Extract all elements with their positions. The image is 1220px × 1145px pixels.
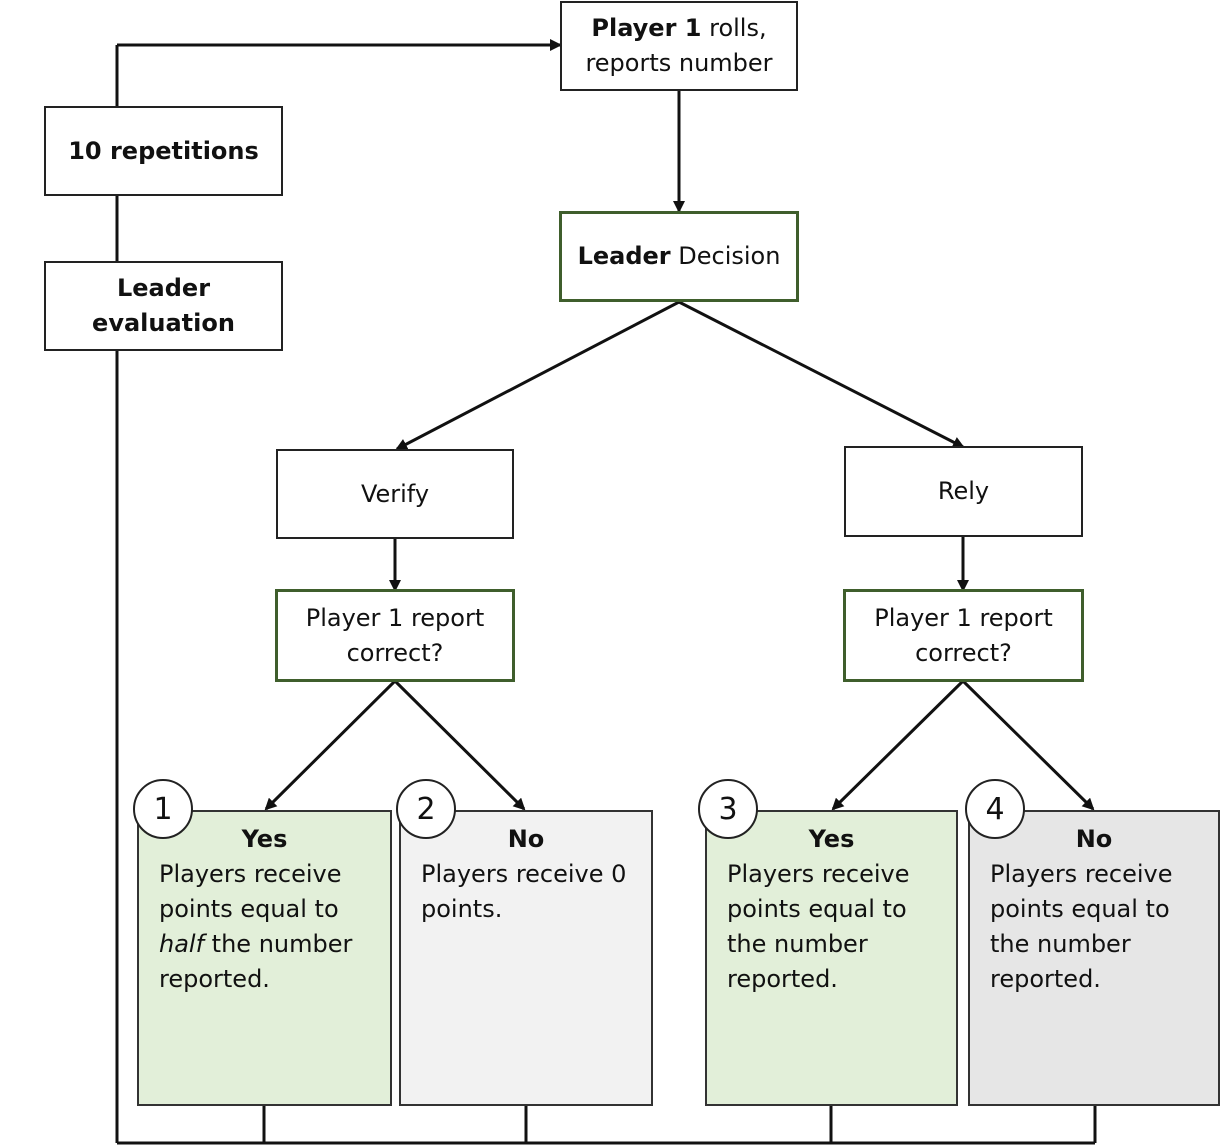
verify-label: Verify [360, 479, 430, 508]
start-player-label: Player 1 [591, 14, 702, 42]
outcome-1-head: Yes [241, 825, 288, 853]
check-left-no-arrow [393, 679, 526, 811]
outcome-2-head: No [507, 825, 545, 853]
decision-box: Leader Decision [559, 211, 799, 302]
verify-box: Verify [276, 449, 514, 539]
outcome-2-text: Players receive 0 points. [421, 860, 627, 923]
check-right-no-arrow [961, 679, 1095, 811]
outcome-4-box: No Players receive points equal to the n… [968, 810, 1220, 1106]
start-box: Player 1 rolls, reports number [560, 1, 798, 91]
evaluation-line1: Leader [116, 274, 211, 302]
outcome-3-number: 3 [698, 779, 758, 839]
check-right-line2: correct? [915, 638, 1012, 667]
check-left-yes-arrow [264, 679, 397, 811]
repetitions-box: 10 repetitions [44, 106, 283, 196]
outcome-2-box: No Players receive 0 points. [399, 810, 653, 1106]
outcome-3-box: Yes Players receive points equal to the … [705, 810, 958, 1106]
start-reports-text: reports number [585, 49, 773, 77]
outcome-3-head: Yes [808, 825, 855, 853]
outcome-1-number: 1 [133, 779, 193, 839]
outcome-4-number: 4 [965, 779, 1025, 839]
check-right-box: Player 1 report correct? [843, 589, 1084, 682]
check-right-line1: Player 1 report [874, 603, 1053, 632]
evaluation-box: Leader evaluation [44, 261, 283, 351]
outcome-4-head: No [1075, 825, 1113, 853]
decision-text: Decision [670, 242, 781, 270]
rely-box: Rely [844, 446, 1083, 537]
check-right-yes-arrow [831, 679, 965, 811]
check-left-line1: Player 1 report [305, 603, 485, 632]
check-left-line2: correct? [346, 638, 444, 667]
outcome-2-number: 2 [396, 779, 456, 839]
evaluation-line2: evaluation [92, 309, 235, 337]
check-left-box: Player 1 report correct? [275, 589, 515, 682]
start-rolls-text: rolls, [701, 14, 767, 42]
decision-leader-label: Leader [577, 242, 671, 270]
outcome-4-text: Players receive points equal to the numb… [990, 860, 1173, 993]
repetitions-label: 10 repetitions [68, 136, 259, 165]
rely-label: Rely [937, 477, 990, 505]
decision-to-verify-arrow [395, 300, 680, 451]
outcome-1-text: Players receive points equal to half the… [159, 860, 353, 993]
outcome-1-box: Yes Players receive points equal to half… [137, 810, 392, 1106]
decision-to-rely-arrow [678, 300, 965, 449]
outcome-3-text: Players receive points equal to the numb… [727, 860, 910, 993]
